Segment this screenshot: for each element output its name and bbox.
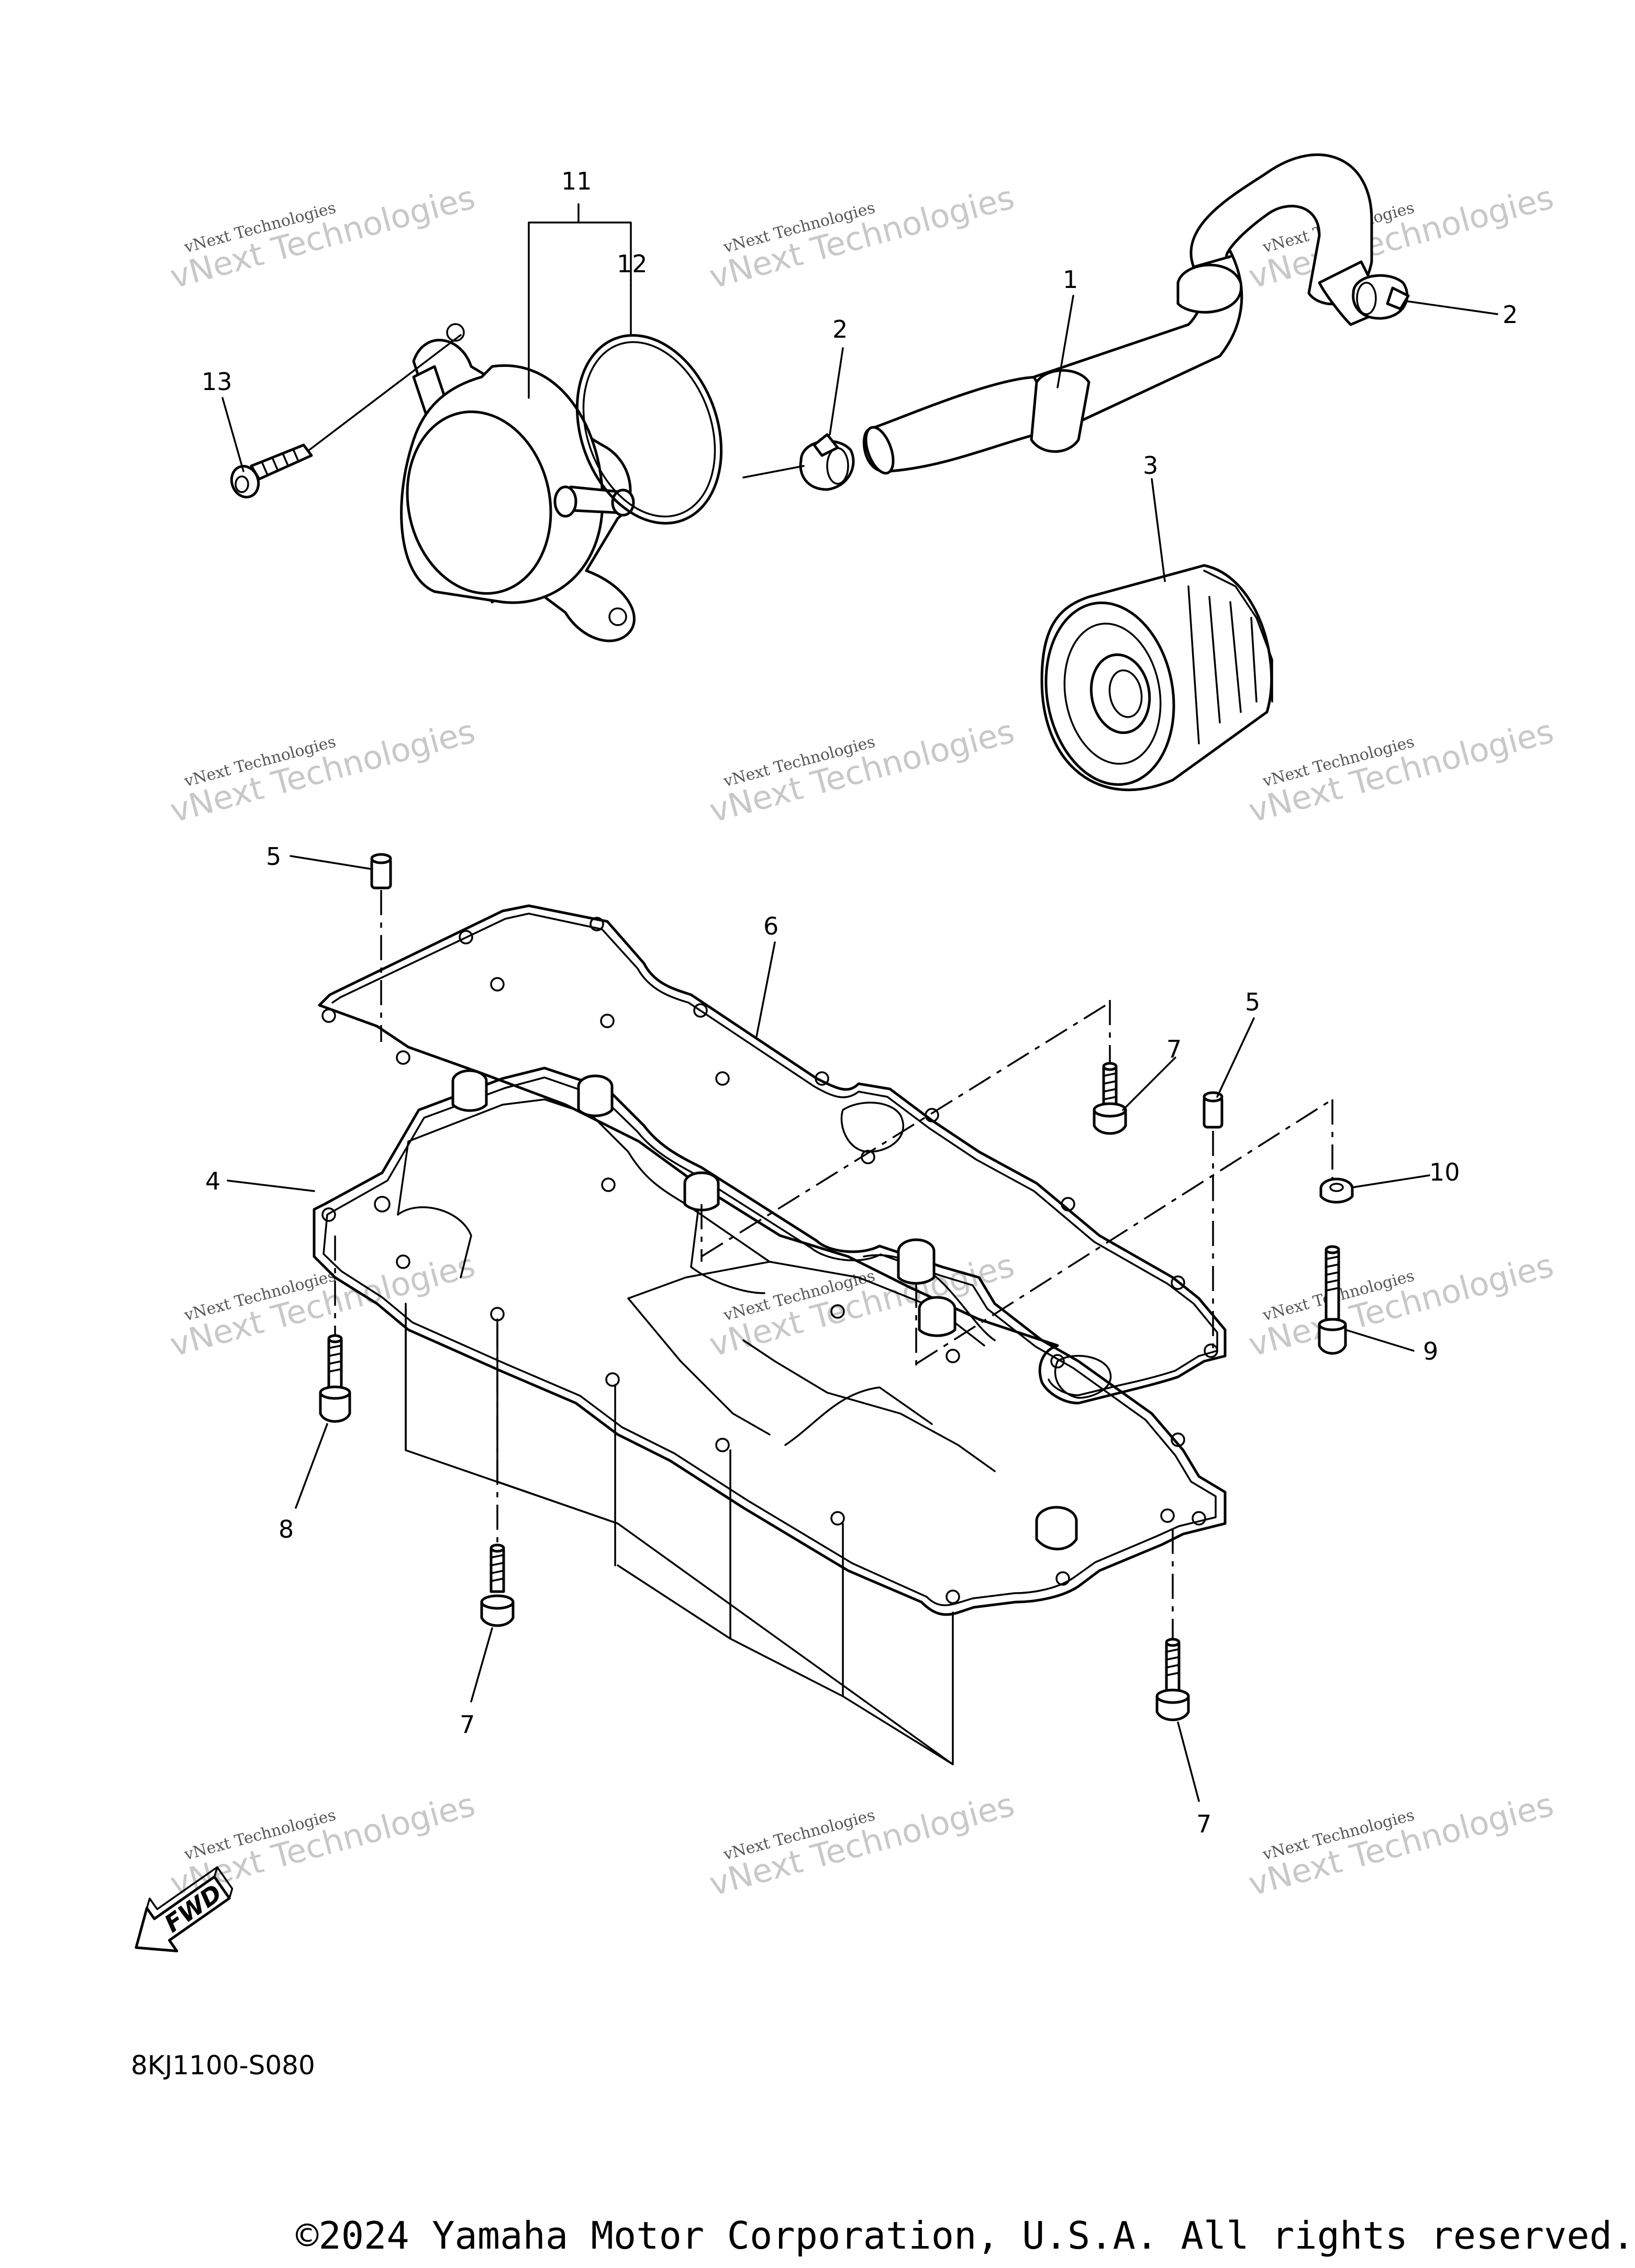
watermark: vNext Technologies vNext Technologies xyxy=(166,712,479,830)
pan-boss xyxy=(451,1069,488,1112)
leader-line xyxy=(742,465,805,479)
pan-boss xyxy=(683,1171,720,1211)
bolt-9-part[interactable] xyxy=(1318,1245,1347,1355)
callout-5: 5 xyxy=(1245,988,1260,1016)
callout-10: 10 xyxy=(1429,1158,1460,1186)
hose-clip-right-part[interactable] xyxy=(1352,274,1410,320)
callout-2: 2 xyxy=(1503,301,1518,329)
callout-5: 5 xyxy=(266,842,281,871)
callout-7: 7 xyxy=(1196,1810,1211,1838)
callout-3: 3 xyxy=(1143,451,1158,480)
callout-9: 9 xyxy=(1423,1337,1438,1365)
pan-boss xyxy=(897,1238,936,1285)
callout-6: 6 xyxy=(763,912,778,940)
callout-11: 11 xyxy=(561,167,592,195)
bolt-7-right-part[interactable] xyxy=(1155,1638,1190,1721)
callouts: 11 12 13 2 1 2 3 5 6 5 7 10 4 xyxy=(202,167,1518,1838)
watermark: vNext Technologies vNext Technologies xyxy=(166,178,479,296)
leader-line xyxy=(308,334,462,451)
bolt-13-part[interactable] xyxy=(227,334,462,501)
watermark: vNext Technologies vNext Technologies xyxy=(705,712,1018,830)
hose-clip-left-part[interactable] xyxy=(799,433,855,491)
assembly-lines xyxy=(334,890,1333,1644)
pan-boss xyxy=(918,1296,956,1337)
drain-bolt-part[interactable] xyxy=(319,1334,351,1423)
washer-part[interactable] xyxy=(1319,1177,1354,1204)
watermark: vNext Technologies vNext Technologies xyxy=(1244,1785,1558,1904)
callout-4: 4 xyxy=(205,1167,220,1195)
oil-cooler-part[interactable] xyxy=(391,323,636,642)
callout-8: 8 xyxy=(279,1515,294,1543)
dowel-pin-left-part[interactable] xyxy=(370,853,392,890)
copyright-notice: ©2024 Yamaha Motor Corporation, U.S.A. A… xyxy=(296,2214,1635,2258)
watermark: vNext Technologies vNext Technologies xyxy=(705,1785,1018,1904)
callout-13: 13 xyxy=(202,368,232,396)
callout-12: 12 xyxy=(617,250,648,278)
oil-pan-part[interactable] xyxy=(313,1066,1227,1765)
callout-1: 1 xyxy=(1063,265,1078,294)
watermark: vNext Technologies vNext Technologies xyxy=(705,178,1018,296)
callout-7: 7 xyxy=(460,1710,475,1739)
callout-2: 2 xyxy=(832,315,848,343)
o-ring-part[interactable] xyxy=(552,315,747,544)
pan-boss xyxy=(577,1074,614,1117)
oil-filter-part[interactable] xyxy=(1032,564,1273,795)
drawing-code: 8KJ1100-S080 xyxy=(131,2050,315,2081)
watermark: vNext Technologies vNext Technologies xyxy=(1244,712,1558,830)
watermark-grid: vNext Technologies vNext Technologies vN… xyxy=(166,178,1558,1904)
pan-boss xyxy=(1035,1506,1078,1551)
dowel-pin-right-part[interactable] xyxy=(1203,1091,1224,1129)
bolt-7-left-part[interactable] xyxy=(480,1543,515,1627)
bolt-7-upper-part[interactable] xyxy=(1093,1062,1127,1135)
callout-7: 7 xyxy=(1166,1035,1182,1063)
